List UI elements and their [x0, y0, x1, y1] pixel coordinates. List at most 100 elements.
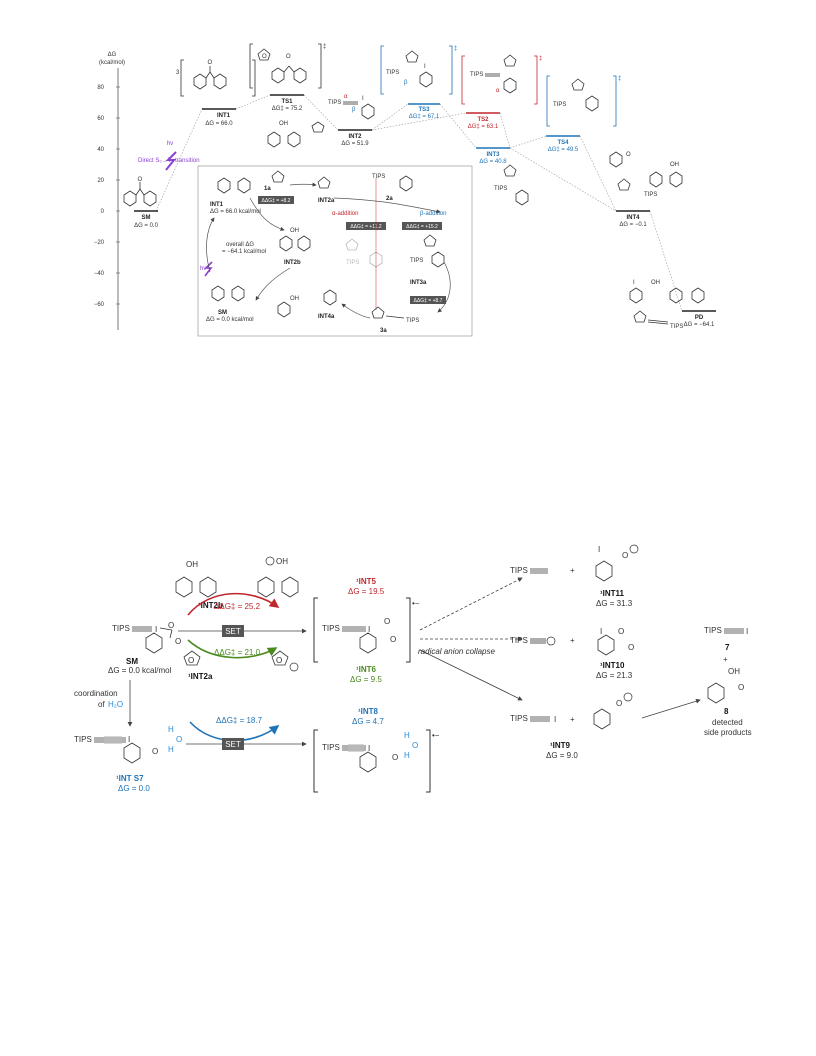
arrow-to-side-products — [641, 698, 701, 719]
bottom-sm-dg: ΔG = 0.0 kcal/mol — [108, 666, 172, 675]
iodine-label: I — [424, 64, 426, 70]
oxygen-label: O — [738, 683, 744, 692]
level-dg-ts3: ΔG‡ = 67.1 — [409, 114, 440, 120]
set-box-top — [222, 625, 244, 637]
oh-label: OH — [670, 162, 679, 168]
inset-3a: 3a — [380, 328, 387, 334]
level-label-ts1: TS1 — [281, 99, 293, 105]
int2a-structure: O ¹INT2a — [183, 650, 213, 681]
tips-label: TIPS — [410, 258, 423, 264]
oxygen-label: O — [618, 627, 624, 636]
ts3-structure: ‡ TIPS β I — [380, 45, 457, 95]
int11-label: ¹INT11 — [600, 589, 625, 598]
inset-int2a: INT2a — [318, 198, 335, 204]
plus-label: + — [570, 636, 575, 645]
radical-anion-collapse-label: radical anion collapse — [418, 647, 495, 656]
int-s7-dg: ΔG = 0.0 — [118, 784, 150, 793]
energy-profile: ΔG (kcal/mol) 80 60 40 20 0 −20 −40 −60 — [94, 43, 716, 337]
int2b-structure: OH ¹INT2b — [175, 560, 223, 610]
plus-label: + — [570, 566, 575, 575]
level-label-ts3: TS3 — [418, 107, 430, 113]
iodine-label: I — [155, 625, 157, 634]
int2b-cation-structure: OH — [257, 556, 299, 598]
plus-label: + — [570, 715, 575, 724]
int10-structure: TIPS + I O O ¹INT10 ΔG = 21.3 — [510, 627, 634, 680]
ts2-structure: ‡ TIPS α — [461, 54, 542, 105]
int9-label: ¹INT9 — [550, 741, 571, 750]
iodine-label: I — [598, 545, 600, 554]
dagger-label: ‡ — [618, 76, 621, 82]
level-dg-ts2: ΔG‡ = 63.1 — [468, 124, 499, 130]
oxygen-label: O — [384, 617, 390, 626]
sm-structure: O — [123, 177, 157, 207]
tips-label: TIPS — [510, 566, 528, 575]
oxygen-label: O — [390, 635, 396, 644]
inset-sm: SM — [218, 310, 227, 316]
tips-label: TIPS — [553, 102, 566, 108]
h-label: H — [168, 725, 174, 734]
inset-int2b: INT2b — [284, 260, 301, 266]
arrow-to-int9 — [419, 649, 523, 701]
tips-label: TIPS — [386, 70, 399, 76]
level-label-int4: INT4 — [626, 215, 640, 221]
iodine-label: I — [600, 627, 602, 636]
level-dg-pd: ΔG = −64.1 — [684, 322, 715, 328]
level-label-sm: SM — [142, 215, 151, 221]
tick-label: 0 — [101, 209, 105, 215]
int2a-label: ¹INT2a — [188, 672, 213, 681]
inset-2a: 2a — [386, 196, 393, 202]
int1-structure: 3 O — [176, 59, 256, 97]
int6-dg: ΔG = 9.5 — [350, 675, 382, 684]
radical-anion-label: •− — [412, 599, 420, 608]
level-dg-ts1: ΔG‡ = 75.2 — [272, 106, 303, 112]
int6-label: ¹INT6 — [356, 665, 377, 674]
dagger-label: ‡ — [323, 44, 326, 50]
profile-connectors — [155, 94, 683, 312]
int2a-cation-structure: O — [271, 650, 299, 672]
inset-dd1-box — [258, 196, 294, 204]
of-label: of — [98, 700, 105, 709]
dagger-label: ‡ — [539, 56, 542, 62]
int5-int6-structure: •− TIPS I O O — [313, 597, 420, 663]
radical-anion-label: •− — [432, 731, 440, 740]
ts4-structure: ‡ TIPS — [546, 75, 621, 127]
int4-structure: O TIPS OH — [609, 151, 683, 198]
level-label-int1: INT1 — [217, 113, 231, 119]
ts1-structure: ‡ O O — [249, 43, 326, 89]
pd-structure: I OH TIPS — [629, 280, 705, 330]
triplet-label: 3 — [176, 70, 180, 76]
tick-label: 80 — [97, 85, 104, 91]
set-mechanism: TIPS I O O SM ΔG = 0.0 kcal/mol coordina… — [74, 544, 752, 793]
alpha-label: α — [496, 88, 500, 94]
tips-label: TIPS — [74, 735, 92, 744]
tips-label: TIPS — [510, 714, 528, 723]
h2o-label: H₂O — [108, 700, 123, 709]
bottom-sm-structure: TIPS I O O SM ΔG = 0.0 kcal/mol — [108, 621, 181, 675]
oxygen-label: O — [168, 621, 174, 630]
tips-label: TIPS — [322, 624, 340, 633]
oxygen-label: O — [392, 753, 398, 762]
inset-overall-val: = −64.1 kcal/mol — [222, 249, 266, 255]
level-dg-int2: ΔG = 51.9 — [341, 141, 369, 147]
oh-label: OH — [651, 280, 660, 286]
tick-label: 20 — [97, 178, 104, 184]
inset-box — [197, 165, 473, 337]
inset-overall: overall ΔG — [226, 242, 254, 248]
oxygen-label: O — [175, 637, 181, 646]
int2b-label: ¹INT2b — [198, 601, 223, 610]
oh-label: OH — [279, 121, 288, 127]
green-set-arc — [187, 639, 278, 659]
tips-label: TIPS — [328, 100, 341, 106]
oh-label: OH — [186, 560, 198, 569]
oh-label: OH — [276, 557, 288, 566]
tips-label: TIPS — [510, 636, 528, 645]
oxygen-label: O — [616, 699, 622, 708]
oh-label: OH — [290, 228, 299, 234]
oxygen-label: O — [188, 656, 194, 665]
oxygen-label: O — [138, 177, 143, 183]
level-label-int2: INT2 — [348, 134, 362, 140]
int8-label: ¹INT8 — [358, 707, 379, 716]
tips-label: TIPS — [112, 624, 130, 633]
beta-label: β — [352, 107, 356, 113]
level-dg-int4: ΔG = −0.1 — [619, 222, 647, 228]
